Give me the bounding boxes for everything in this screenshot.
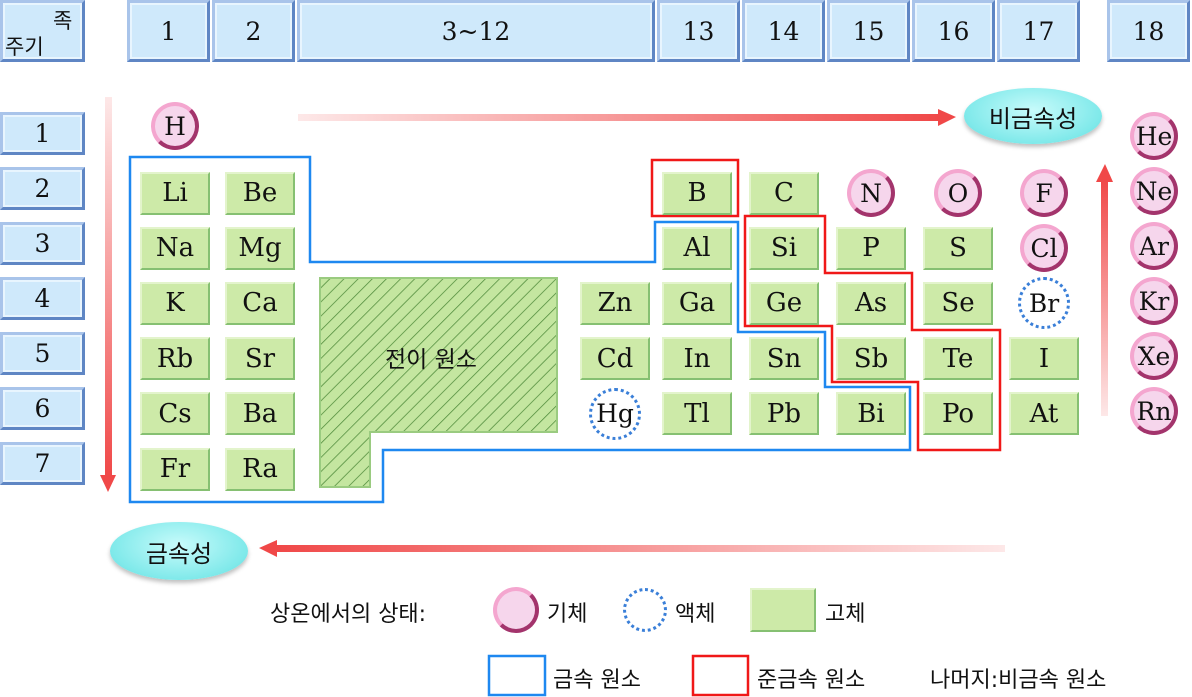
- legend-state-title: 상온에서의 상태:: [270, 602, 427, 627]
- element-s: S: [923, 226, 993, 270]
- element-h: H: [151, 102, 199, 150]
- element-as: As: [836, 281, 906, 325]
- group-header: 2: [212, 0, 295, 62]
- element-rn: Rn: [1130, 387, 1178, 435]
- legend-gas-icon: [493, 587, 539, 633]
- element-f: F: [1020, 169, 1068, 217]
- element-fr: Fr: [140, 447, 210, 491]
- element-pb: Pb: [749, 392, 819, 436]
- element-si: Si: [749, 226, 819, 270]
- element-mg: Mg: [225, 226, 295, 270]
- element-b: B: [662, 171, 732, 215]
- element-ra: Ra: [225, 447, 295, 491]
- element-c: C: [749, 171, 819, 215]
- group-header: 17: [997, 0, 1080, 62]
- element-li: Li: [140, 171, 210, 215]
- period-header: 6: [0, 387, 85, 430]
- metallic-arrow: [275, 545, 1005, 552]
- nonmetallic-arrow-head: [938, 109, 956, 126]
- element-sr: Sr: [225, 337, 295, 381]
- element-at: At: [1009, 392, 1079, 436]
- group-header: 1: [127, 0, 210, 62]
- element-se: Se: [923, 281, 993, 325]
- element-sn: Sn: [749, 337, 819, 381]
- element-tl: Tl: [662, 392, 732, 436]
- group-header: 13: [657, 0, 740, 62]
- legend-metalloid-swatch: [691, 654, 750, 697]
- element-ga: Ga: [662, 281, 732, 325]
- element-bi: Bi: [836, 392, 906, 436]
- metallic-arrow-head: [259, 540, 277, 557]
- element-kr: Kr: [1130, 277, 1178, 325]
- element-cs: Cs: [140, 392, 210, 436]
- element-n: N: [847, 169, 895, 217]
- element-cl: Cl: [1020, 224, 1068, 273]
- group-arrow-head: [1096, 164, 1113, 182]
- element-ge: Ge: [749, 281, 819, 325]
- corner-header: 주기 족: [0, 0, 85, 62]
- transition-elements-label: 전이 원소: [385, 347, 477, 373]
- period-header: 5: [0, 332, 85, 375]
- legend-gas-label: 기체: [547, 602, 588, 627]
- group-header: 16: [912, 0, 995, 62]
- element-i: I: [1009, 337, 1079, 381]
- element-ca: Ca: [225, 281, 295, 325]
- element-xe: Xe: [1130, 332, 1178, 380]
- period-header: 2: [0, 167, 85, 210]
- nonmetallic-label: 비금속성: [964, 88, 1102, 144]
- element-k: K: [140, 281, 210, 325]
- element-al: Al: [662, 226, 732, 270]
- legend-solid-icon: [750, 588, 816, 632]
- period-arrow: [105, 97, 112, 477]
- element-te: Te: [923, 337, 993, 381]
- element-sb: Sb: [836, 337, 906, 381]
- element-be: Be: [225, 171, 295, 215]
- period-arrow-head: [100, 475, 116, 492]
- element-ba: Ba: [225, 392, 295, 436]
- element-zn: Zn: [580, 281, 650, 325]
- element-br: Br: [1018, 277, 1070, 330]
- metalloid-boundary: [743, 214, 1002, 452]
- element-rb: Rb: [140, 337, 210, 381]
- metal-boundary: [128, 155, 912, 504]
- group-header: 15: [827, 0, 910, 62]
- legend-metal-swatch: [487, 654, 547, 697]
- period-header: 7: [0, 442, 85, 485]
- element-in: In: [662, 337, 732, 381]
- legend-metalloid-label: 준금속 원소: [757, 668, 866, 693]
- element-hg: Hg: [589, 387, 641, 440]
- legend-liquid-icon: [623, 588, 667, 632]
- metallic-label: 금속성: [110, 522, 248, 580]
- period-header: 4: [0, 277, 85, 320]
- period-header: 1: [0, 112, 85, 155]
- metalloid-boundary-boron: [650, 158, 740, 218]
- group-header: 3~12: [297, 0, 655, 62]
- element-po: Po: [923, 392, 993, 436]
- period-header: 3: [0, 222, 85, 265]
- transition-elements-block: [319, 277, 558, 488]
- element-p: P: [836, 226, 906, 270]
- group-axis-label: 족: [53, 9, 73, 33]
- group-header: 14: [742, 0, 825, 62]
- group-arrow: [1101, 180, 1108, 416]
- element-o: O: [934, 169, 982, 217]
- element-ar: Ar: [1130, 222, 1178, 270]
- element-he: He: [1130, 112, 1178, 160]
- legend-liquid-label: 액체: [675, 602, 716, 627]
- period-axis-label: 주기: [5, 35, 44, 59]
- group-header: 18: [1107, 0, 1190, 62]
- element-cd: Cd: [580, 337, 650, 381]
- legend-nonmetal-label: 나머지:비금속 원소: [930, 668, 1107, 693]
- element-na: Na: [140, 226, 210, 270]
- legend-metal-label: 금속 원소: [553, 668, 641, 693]
- element-ne: Ne: [1130, 167, 1178, 215]
- legend-solid-label: 고체: [825, 602, 866, 627]
- nonmetallic-arrow: [298, 114, 940, 121]
